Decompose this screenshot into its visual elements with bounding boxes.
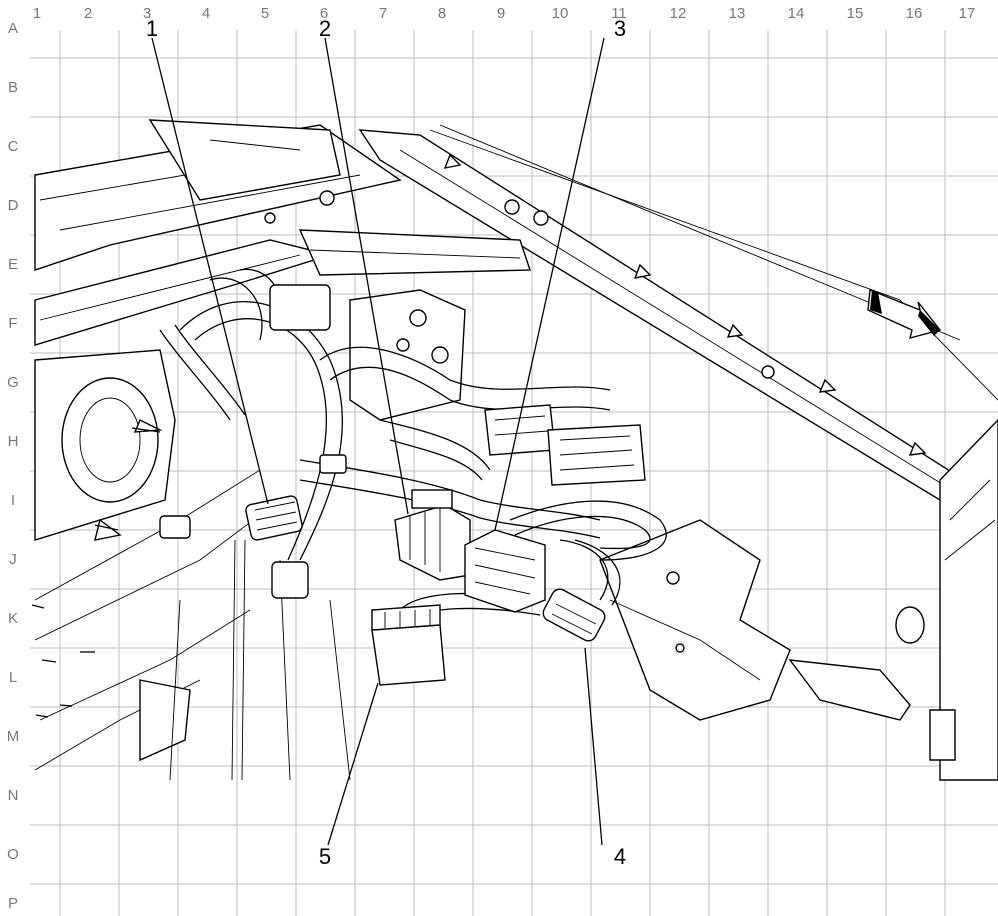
column-label: 13 bbox=[729, 5, 746, 22]
row-label: L bbox=[9, 669, 17, 686]
connector-5 bbox=[371, 604, 446, 686]
row-label: K bbox=[8, 610, 18, 627]
small-connectors bbox=[159, 284, 347, 599]
central-bracket bbox=[298, 229, 531, 421]
connector-3 bbox=[464, 529, 546, 613]
row-labels: A B C D E F G H I J K L M N O P bbox=[7, 20, 20, 912]
column-label: 5 bbox=[261, 5, 269, 22]
column-label: 8 bbox=[438, 5, 446, 22]
callout-label: 3 bbox=[614, 16, 626, 41]
row-label: F bbox=[8, 315, 17, 332]
column-label: 14 bbox=[788, 5, 805, 22]
column-label: 17 bbox=[959, 5, 976, 22]
callout-label: 5 bbox=[319, 844, 331, 869]
harness-tubes bbox=[159, 268, 667, 626]
column-label: 6 bbox=[320, 5, 328, 22]
connector-2 bbox=[394, 489, 471, 581]
row-label: P bbox=[8, 895, 18, 912]
row-label: E bbox=[8, 256, 18, 273]
row-label: J bbox=[9, 551, 17, 568]
callout-label: 4 bbox=[614, 844, 626, 869]
row-label: M bbox=[7, 728, 20, 745]
row-label: H bbox=[8, 433, 19, 450]
module-box bbox=[484, 404, 646, 486]
harness-illustration bbox=[31, 119, 998, 781]
callout-leaders bbox=[151, 37, 605, 846]
row-label: I bbox=[11, 492, 15, 509]
column-label: 7 bbox=[379, 5, 387, 22]
row-label: O bbox=[7, 846, 19, 863]
connector-1 bbox=[245, 495, 303, 541]
row-label: B bbox=[8, 79, 18, 96]
row-label: N bbox=[8, 787, 19, 804]
column-label: 12 bbox=[670, 5, 687, 22]
row-label: C bbox=[8, 138, 19, 155]
column-label: 16 bbox=[906, 5, 923, 22]
column-label: 4 bbox=[202, 5, 210, 22]
column-label: 1 bbox=[33, 5, 41, 22]
left-studs bbox=[31, 427, 161, 718]
callout-label: 1 bbox=[146, 16, 158, 41]
column-label: 3 bbox=[143, 5, 151, 22]
left-inner-wall bbox=[34, 349, 281, 771]
column-label: 9 bbox=[497, 5, 505, 22]
column-label: 11 bbox=[611, 5, 627, 22]
row-label: D bbox=[8, 197, 19, 214]
column-label: 2 bbox=[84, 5, 92, 22]
upper-left-panel bbox=[34, 119, 402, 346]
row-label: A bbox=[8, 20, 18, 37]
column-label: 10 bbox=[552, 5, 569, 22]
vertical-strut bbox=[169, 539, 351, 781]
connector-4 bbox=[542, 588, 606, 642]
callout-label: 2 bbox=[319, 16, 331, 41]
right-lower-body bbox=[599, 418, 998, 781]
row-label: G bbox=[7, 374, 19, 391]
column-label: 15 bbox=[847, 5, 864, 22]
forward-arrow-icon bbox=[867, 289, 942, 339]
callout-labels: 1 2 3 4 5 bbox=[146, 16, 626, 869]
